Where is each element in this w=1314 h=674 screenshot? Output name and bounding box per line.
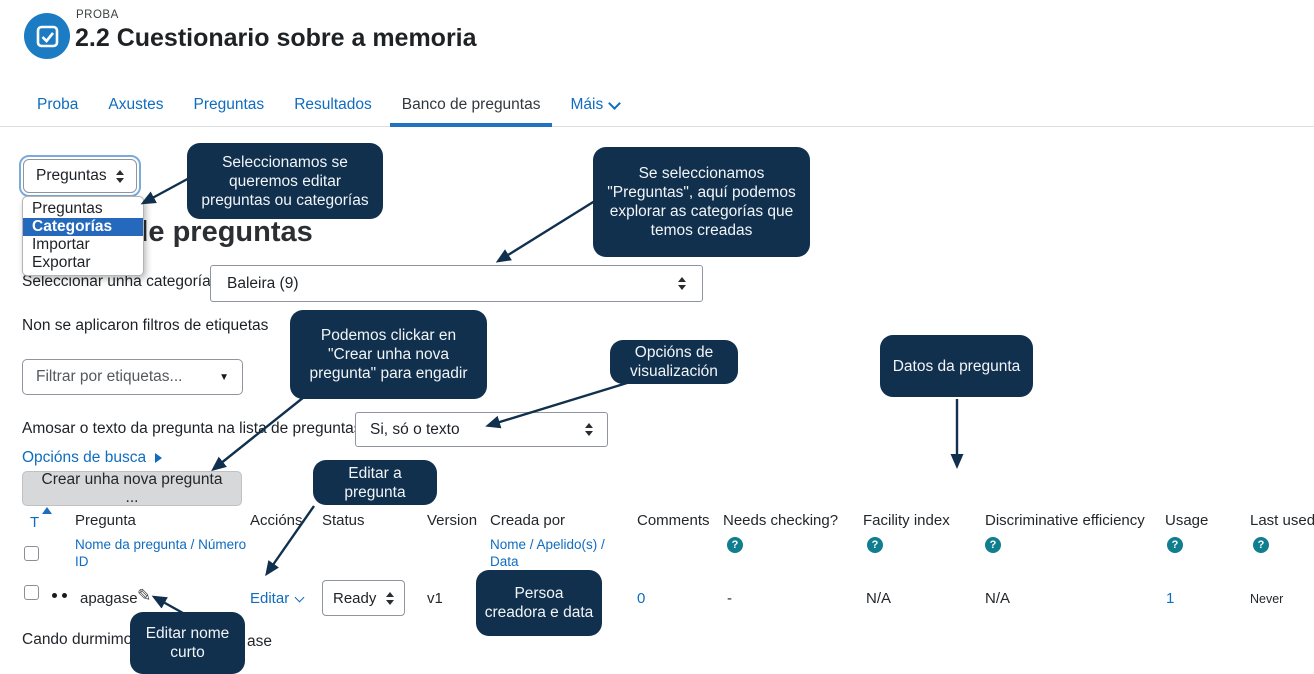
quiz-activity-icon bbox=[24, 13, 70, 59]
callout-display-options: Opcións de visualización bbox=[610, 340, 738, 384]
callout-category: Se seleccionamos "Preguntas", aquí podem… bbox=[593, 147, 810, 257]
sort-name-id-links[interactable]: Nome da pregunta / Número ID bbox=[75, 537, 247, 569]
tab-proba[interactable]: Proba bbox=[37, 96, 79, 113]
secondary-nav: Proba Axustes Preguntas Resultados Banco… bbox=[0, 84, 1314, 127]
triangle-right-icon bbox=[155, 453, 163, 463]
version-value: v1 bbox=[427, 590, 443, 607]
help-icon[interactable]: ? bbox=[985, 537, 1001, 553]
help-icon[interactable]: ? bbox=[1253, 537, 1269, 553]
row-checkbox[interactable] bbox=[24, 585, 39, 600]
col-header-accions: Accións bbox=[250, 512, 303, 529]
sort-creator-links[interactable]: Nome / Apelido(s) / Data bbox=[490, 537, 605, 569]
callout-edit-short-name: Editar nome curto bbox=[130, 612, 245, 674]
chevron-down-icon bbox=[294, 592, 305, 603]
col-header-pregunta: Pregunta bbox=[75, 512, 136, 529]
create-question-button[interactable]: Crear unha nova pregunta ... bbox=[22, 471, 242, 506]
question-text-fragment: Cando durmimo bbox=[22, 631, 133, 648]
show-text-select[interactable]: Si, só o texto bbox=[355, 412, 608, 447]
col-header-usage: Usage bbox=[1165, 512, 1209, 529]
checkbox-check-icon bbox=[36, 25, 58, 47]
sort-ascending-icon bbox=[42, 507, 52, 514]
row-edit-menu[interactable]: Editar bbox=[250, 590, 305, 607]
col-header-status: Status bbox=[322, 512, 365, 529]
edit-name-pencil-icon[interactable]: ✎ bbox=[137, 586, 152, 605]
tab-axustes[interactable]: Axustes bbox=[108, 96, 164, 113]
search-options-link[interactable]: Opcións de busca bbox=[22, 449, 163, 467]
select-all-checkbox[interactable] bbox=[24, 546, 39, 561]
help-icon[interactable]: ? bbox=[867, 537, 883, 553]
facility-index-value: N/A bbox=[866, 590, 892, 607]
show-text-label: Amosar o texto da pregunta na lista de p… bbox=[22, 420, 362, 437]
menu-item-preguntas[interactable]: Preguntas bbox=[32, 200, 103, 217]
question-text-fragment: ase bbox=[247, 633, 272, 650]
sort-t-link[interactable]: T bbox=[30, 514, 40, 531]
callout-create: Podemos clickar en "Crear unha nova preg… bbox=[290, 310, 487, 399]
usage-count-link[interactable]: 1 bbox=[1166, 590, 1175, 607]
callout-question-data: Datos da pregunta bbox=[880, 335, 1033, 397]
arrow-to-category-select bbox=[495, 197, 599, 263]
arrow-to-mode-menu bbox=[140, 174, 194, 205]
col-header-last-used: Last used bbox=[1250, 512, 1314, 529]
category-label: Seleccionar unha categoría: bbox=[22, 273, 216, 290]
callout-edit-question: Editar a pregunta bbox=[313, 460, 437, 505]
help-icon[interactable]: ? bbox=[1167, 537, 1183, 553]
tab-preguntas[interactable]: Preguntas bbox=[193, 96, 265, 113]
col-header-creada-por: Creada por bbox=[490, 512, 566, 529]
callout-creator-date: Persoa creadora e data bbox=[476, 570, 602, 636]
select-updown-icon bbox=[386, 591, 394, 605]
question-type-icon bbox=[52, 593, 67, 598]
question-name: apagase bbox=[80, 590, 138, 607]
menu-item-importar[interactable]: Importar bbox=[32, 236, 90, 253]
col-header-version: Version bbox=[427, 512, 478, 529]
tag-filter-input[interactable]: Filtrar por etiquetas... ▼ bbox=[22, 359, 243, 395]
select-updown-icon bbox=[678, 277, 686, 290]
last-used-value: Never bbox=[1250, 592, 1284, 606]
chevron-down-icon bbox=[608, 97, 622, 110]
course-label: PROBA bbox=[76, 9, 119, 21]
select-updown-icon bbox=[116, 169, 124, 183]
help-icon[interactable]: ? bbox=[727, 537, 743, 553]
tab-banco-de-preguntas[interactable]: Banco de preguntas bbox=[389, 84, 553, 127]
status-select[interactable]: Ready bbox=[322, 580, 405, 616]
mode-select-focus-ring: Preguntas bbox=[19, 155, 141, 197]
tag-filter-status: Non se aplicaron filtros de etiquetas bbox=[22, 317, 269, 334]
dropdown-arrow-icon: ▼ bbox=[219, 371, 229, 383]
comments-count-link[interactable]: 0 bbox=[637, 590, 646, 607]
col-header-needs-checking: Needs checking? bbox=[723, 512, 839, 529]
page-title: 2.2 Cuestionario sobre a memoria bbox=[75, 24, 477, 52]
menu-item-categorias[interactable]: Categorías bbox=[23, 218, 143, 236]
tab-resultados[interactable]: Resultados bbox=[294, 96, 372, 113]
select-updown-icon bbox=[585, 423, 593, 436]
mode-select[interactable]: Preguntas bbox=[23, 159, 137, 193]
needs-checking-value: - bbox=[727, 590, 732, 607]
category-select[interactable]: Baleira (9) bbox=[210, 265, 703, 302]
callout-mode: Seleccionamos se queremos editar pregunt… bbox=[187, 143, 383, 219]
col-header-facility-index: Facility index bbox=[863, 512, 950, 529]
discriminative-efficiency-value: N/A bbox=[985, 590, 1011, 607]
menu-item-exportar[interactable]: Exportar bbox=[32, 254, 91, 271]
mode-select-menu: Preguntas Categorías Importar Exportar bbox=[22, 196, 144, 276]
tab-mais[interactable]: Máis bbox=[570, 84, 622, 126]
col-header-discriminative-efficiency: Discriminative efficiency bbox=[985, 512, 1145, 529]
col-header-comments: Comments bbox=[637, 512, 710, 529]
